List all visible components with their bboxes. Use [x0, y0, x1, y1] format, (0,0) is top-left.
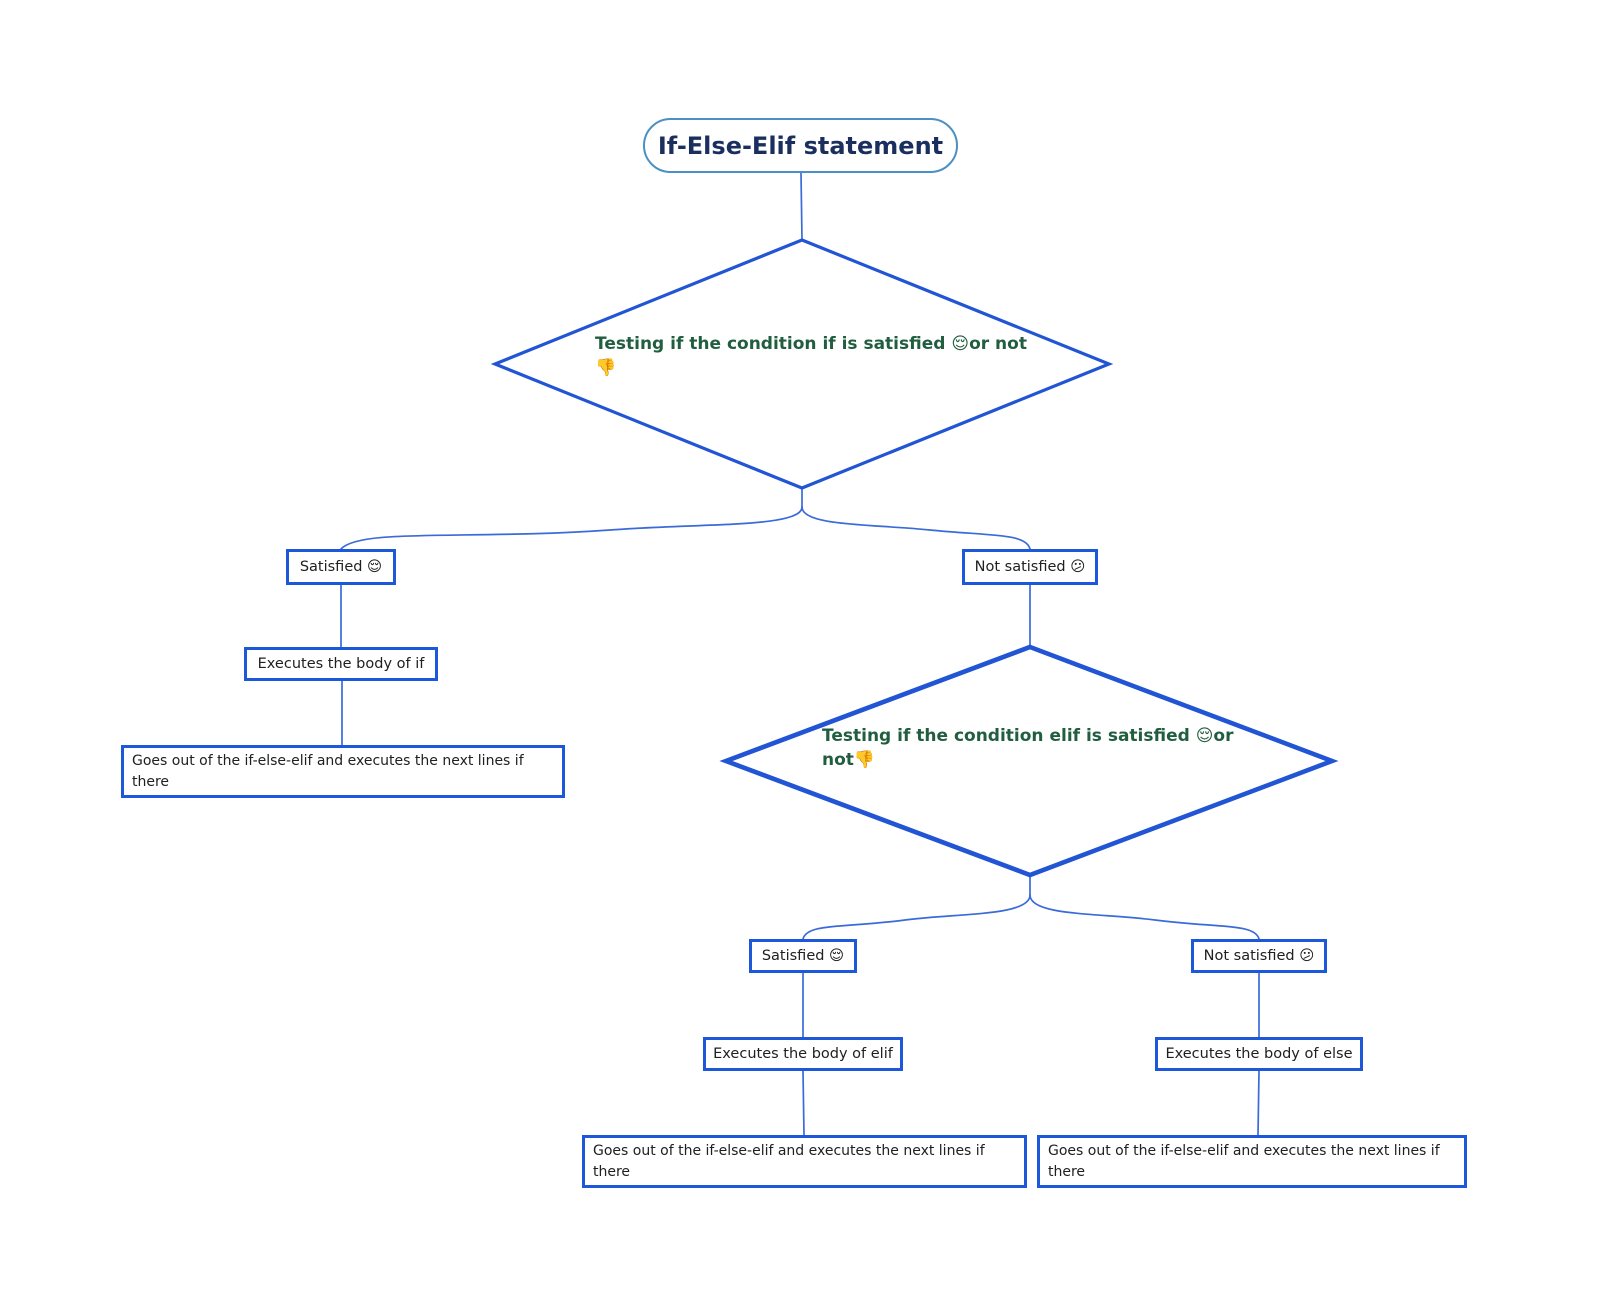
root-node[interactable]: If-Else-Elif statement: [643, 118, 958, 173]
satisfied-elif-label: Satisfied 😌: [761, 948, 845, 964]
not-satisfied-elif-node[interactable]: Not satisfied 😕: [1191, 939, 1327, 973]
exit-else-node[interactable]: Goes out of the if-else-elif and execute…: [1037, 1135, 1467, 1188]
edge-root-to-if-condition: [800, 172, 803, 241]
edge-elif-body-to-exit: [802, 1070, 805, 1136]
edge-if-to-satisfied: [340, 506, 803, 550]
exit-if-label: Goes out of the if-else-elif and execute…: [132, 753, 524, 790]
if-condition-label: Testing if the condition if is satisfied…: [595, 334, 1027, 378]
satisfied-if-node[interactable]: Satisfied 😌: [286, 549, 396, 585]
edge-elif-to-satisfied: [802, 894, 1031, 940]
executes-elif-body-label: Executes the body of elif: [713, 1046, 893, 1062]
not-satisfied-if-label: Not satisfied 😕: [974, 559, 1086, 575]
exit-else-label: Goes out of the if-else-elif and execute…: [1048, 1143, 1440, 1180]
not-satisfied-elif-label: Not satisfied 😕: [1203, 948, 1315, 964]
executes-elif-body-node[interactable]: Executes the body of elif: [703, 1037, 903, 1071]
exit-elif-node[interactable]: Goes out of the if-else-elif and execute…: [582, 1135, 1027, 1188]
executes-else-body-label: Executes the body of else: [1165, 1046, 1353, 1062]
executes-else-body-node[interactable]: Executes the body of else: [1155, 1037, 1363, 1071]
exit-if-node[interactable]: Goes out of the if-else-elif and execute…: [121, 745, 565, 798]
if-condition-diamond[interactable]: [490, 238, 1114, 490]
elif-condition-label: Testing if the condition elif is satisfi…: [822, 726, 1234, 770]
not-satisfied-if-node[interactable]: Not satisfied 😕: [962, 549, 1098, 585]
edge-if-to-not-satisfied: [801, 506, 1031, 550]
exit-elif-label: Goes out of the if-else-elif and execute…: [593, 1143, 985, 1180]
edge-else-body-to-exit: [1257, 1070, 1260, 1136]
elif-condition-diamond[interactable]: [719, 644, 1339, 878]
satisfied-elif-node[interactable]: Satisfied 😌: [749, 939, 857, 973]
root-label: If-Else-Elif statement: [657, 131, 944, 160]
executes-if-body-label: Executes the body of if: [257, 656, 425, 672]
executes-if-body-node[interactable]: Executes the body of if: [244, 647, 438, 681]
satisfied-if-label: Satisfied 😌: [299, 559, 383, 575]
edge-elif-to-not-satisfied: [1029, 894, 1260, 940]
